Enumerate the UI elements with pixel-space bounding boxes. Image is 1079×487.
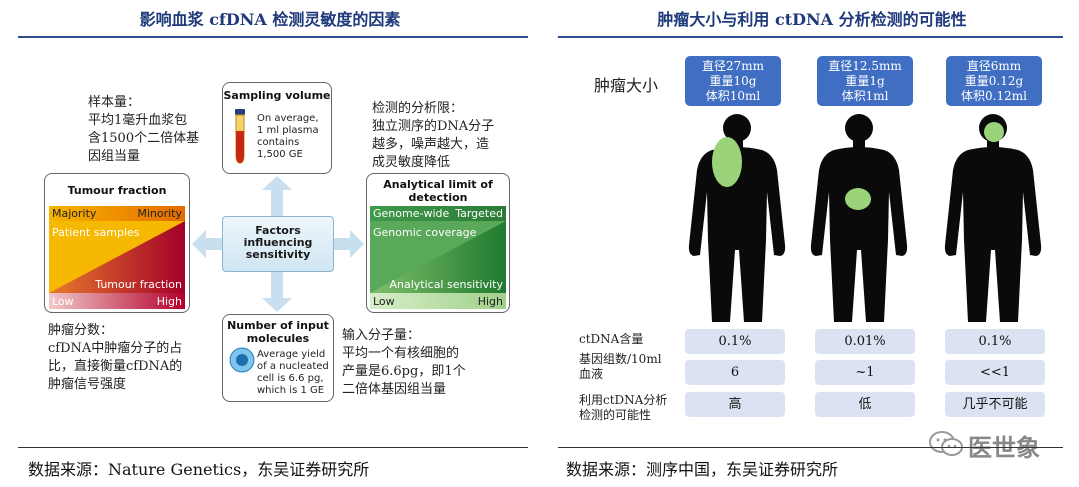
targeted-label: Targeted: [455, 207, 503, 220]
watermark-text: 医世象: [968, 434, 1040, 462]
feasibility-cell-3: 几乎不可能: [945, 392, 1045, 417]
tumour-fraction-axis-label: Tumour fraction: [95, 278, 182, 291]
analytical-limit-chart: Genome-wide Targeted Genomic coverage An…: [370, 206, 506, 309]
analytical-low-label: Low: [373, 295, 395, 308]
right-source: 数据来源：测序中国，东吴证券研究所: [566, 460, 839, 479]
tumour-minority-label: Minority: [137, 207, 182, 220]
cell-icon: [229, 347, 255, 373]
ge-cell-1: 6: [685, 360, 785, 385]
blood-tube-icon: [235, 109, 245, 164]
tumour-size-label: 肿瘤大小: [594, 76, 659, 95]
left-source: 数据来源：Nature Genetics，东吴证券研究所: [28, 460, 370, 479]
tumour-fraction-chart: Majority Minority Patient samples Tumour…: [49, 206, 185, 309]
analytical-limit-gradient: [370, 206, 506, 309]
genomic-coverage-label: Genomic coverage: [373, 226, 477, 239]
left-title-rule: [18, 36, 528, 38]
tumour-high-label: High: [156, 295, 182, 308]
row-label-ctdna: ctDNA含量: [579, 332, 644, 346]
human-silhouette-1: [688, 114, 786, 322]
arrow-up-icon: [262, 176, 292, 216]
note-analytical-limit: 检测的分析限：独立测序的DNA分子越多，噪声越大，造成灵敏度降低: [372, 101, 495, 170]
tumour-majority-label: Majority: [52, 207, 97, 220]
row-label-feasibility: 利用ctDNA分析检测的可能性: [579, 393, 668, 422]
patient-samples-label: Patient samples: [52, 226, 140, 239]
note-input-molecules: 输入分子量：平均一个有核细胞的产量是6.6pg，即1个二倍体基因组当量: [342, 328, 466, 397]
wechat-icon: [929, 431, 963, 456]
analytical-sensitivity-label: Analytical sensitivity: [389, 278, 503, 291]
tumour-fraction-title: Tumour fraction: [67, 184, 167, 197]
note-sample-volume: 样本量：平均1毫升血浆包含1500个二倍体基因组当量: [88, 95, 200, 164]
arrow-down-icon: [262, 272, 292, 312]
feasibility-cell-2: 低: [815, 392, 915, 417]
left-panel-title: 影响血浆 cfDNA 检测灵敏度的因素: [139, 10, 401, 29]
ctdna-cell-3: 0.1%: [945, 329, 1045, 354]
note-tumour-fraction: 肿瘤分数：cfDNA中肿瘤分子的占比，直接衡量cfDNA的肿瘤信号强度: [48, 323, 183, 392]
tumour-fraction-gradient: [49, 206, 185, 309]
arrow-left-icon: [192, 230, 222, 258]
ctdna-cell-1: 0.1%: [685, 329, 785, 354]
ge-cell-2: ~1: [815, 360, 915, 385]
right-title-rule: [558, 36, 1063, 38]
human-silhouette-3: [944, 114, 1042, 322]
arrow-right-icon: [334, 230, 364, 258]
right-panel-title: 肿瘤大小与利用 ctDNA 分析检测的可能性: [657, 10, 967, 29]
genome-wide-label: Genome-wide: [373, 207, 450, 220]
human-silhouette-2: [810, 114, 908, 322]
left-footer-rule: [18, 447, 528, 448]
ctdna-cell-2: 0.01%: [815, 329, 915, 354]
right-footer-rule: [558, 447, 1063, 448]
sampling-volume-title: Sampling volume: [223, 89, 331, 102]
analytical-high-label: High: [477, 295, 503, 308]
ge-cell-3: <<1: [945, 360, 1045, 385]
tumour-low-label: Low: [52, 295, 74, 308]
feasibility-cell-1: 高: [685, 392, 785, 417]
